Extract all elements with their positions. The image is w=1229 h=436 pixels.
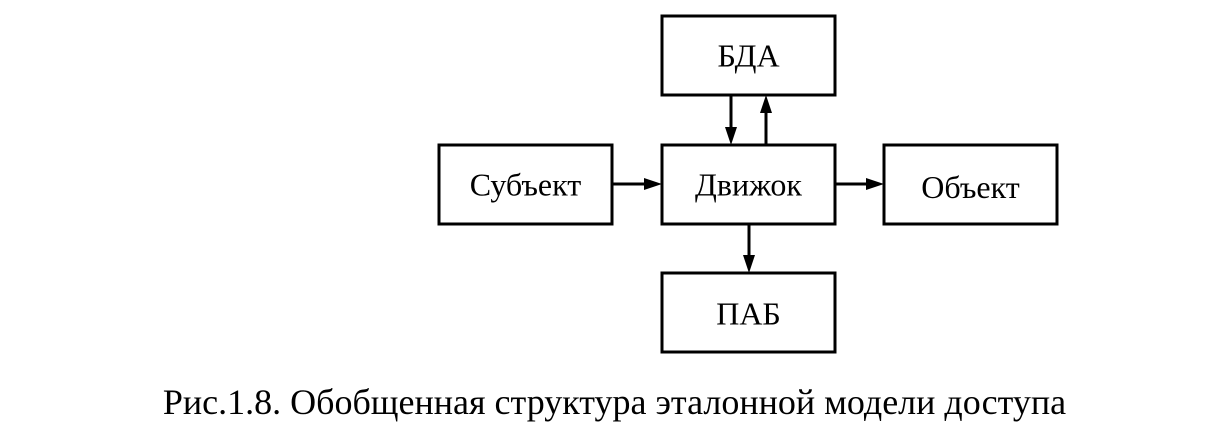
node-object: Объект bbox=[882, 143, 1059, 226]
arrowhead-up-icon bbox=[760, 95, 772, 113]
node-subject: Субъект bbox=[437, 143, 614, 226]
arrowhead-down-icon bbox=[743, 255, 755, 273]
node-pab: ПАБ bbox=[660, 271, 837, 354]
edge-engine-to-object bbox=[835, 178, 884, 190]
figure-caption: Рис.1.8. Обобщенная структура эталонной … bbox=[162, 382, 1067, 422]
node-subject-box bbox=[437, 143, 614, 226]
edge-bda-to-engine bbox=[725, 95, 737, 145]
node-pab-label: ПАБ bbox=[716, 296, 781, 332]
arrowhead-right-icon bbox=[644, 178, 662, 190]
arrowhead-down-icon bbox=[725, 127, 737, 145]
node-object-box bbox=[882, 143, 1059, 226]
node-pab-box bbox=[660, 271, 837, 354]
node-engine-label: Движок bbox=[695, 167, 802, 203]
node-subject-label: Субъект bbox=[470, 167, 581, 203]
edge-engine-to-bda bbox=[760, 95, 772, 145]
node-engine: Движок bbox=[660, 143, 837, 226]
node-bda-box bbox=[660, 14, 837, 97]
node-bda-label: БДА bbox=[717, 38, 779, 74]
arrowhead-right-icon bbox=[866, 178, 884, 190]
node-bda: БДА bbox=[660, 14, 837, 97]
node-object-label: Объект bbox=[921, 169, 1019, 205]
edge-engine-to-pab bbox=[743, 224, 755, 273]
edge-subject-to-engine bbox=[612, 178, 662, 190]
